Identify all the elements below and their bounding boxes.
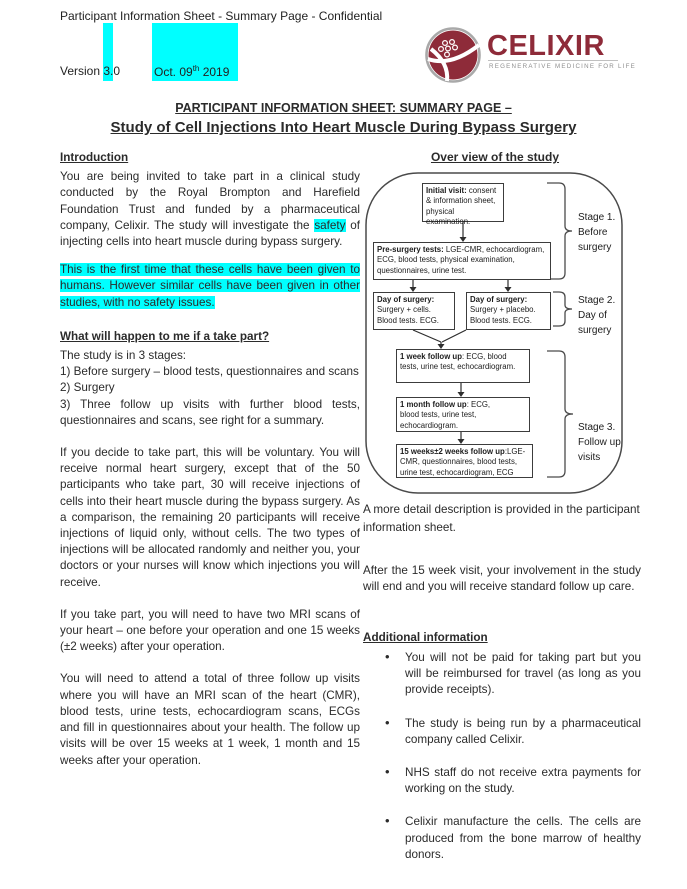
- bullet-run-by: The study is being run by a pharmaceutic…: [363, 715, 641, 748]
- week15-text: :LGE-CMR, questionnaires, blood tests, u…: [400, 447, 526, 477]
- surgery-placebo-label: Day of surgery:: [470, 295, 528, 304]
- stage-item-2: 2) Surgery: [60, 381, 115, 395]
- stage-item-1: 1) Before surgery – blood tests, questio…: [60, 365, 359, 379]
- brand-name: CELIXIR: [487, 30, 605, 62]
- version-highlight-block: [103, 23, 113, 81]
- version-value: 3.0: [103, 64, 121, 78]
- introduction-heading: Introduction: [60, 151, 129, 164]
- additional-information-heading: Additional information: [363, 631, 488, 644]
- presurgery-text: LGE-CMR, echocardiogram, ECG, blood test…: [377, 245, 545, 275]
- flowchart-box-week15: 15 weeks±2 weeks follow up:LGE-CMR, ques…: [396, 444, 533, 478]
- study-flowchart: Initial visit: consent & information she…: [360, 170, 660, 500]
- initial-visit-text: consent & information sheet, physical ex…: [426, 186, 497, 227]
- stage1-label: Stage 1. Before surgery: [578, 212, 616, 253]
- stage-braces: [547, 182, 574, 478]
- stages-intro: The study is in 3 stages:: [60, 349, 187, 363]
- voluntary-paragraph: If you decide to take part, this will be…: [60, 446, 360, 589]
- version-line: Version 3.0: [60, 64, 120, 78]
- overview-heading: Over view of the study: [430, 150, 560, 164]
- surgery-placebo-text: Surgery + placebo. Blood tests. ECG.: [470, 305, 536, 325]
- after-visit-paragraph: After the 15 week visit, your involvemen…: [363, 564, 641, 594]
- intro-text-before: You are being invited to take part in a …: [60, 170, 360, 232]
- month1-text: : ECG, blood tests, urine test, echocard…: [400, 400, 491, 430]
- flowchart-box-month1: 1 month follow up: ECG, blood tests, uri…: [396, 397, 530, 432]
- flowchart-box-week1: 1 week follow up: ECG, blood tests, urin…: [396, 349, 530, 383]
- version-label: Version: [60, 64, 104, 78]
- flowchart-lines: [365, 172, 623, 494]
- date-ordinal: th: [192, 64, 200, 73]
- surgery-cells-text: Surgery + cells. Blood tests. ECG.: [377, 305, 439, 325]
- date-line: Oct. 09th 2019: [154, 64, 229, 79]
- followup-paragraph: You will need to attend a total of three…: [60, 672, 360, 767]
- brand-divider: [488, 60, 618, 61]
- presurgery-label: Pre-surgery tests:: [377, 245, 444, 254]
- stage-item-3: 3) Three follow up visits with further b…: [60, 397, 360, 427]
- date-prefix: Oct. 09: [154, 65, 193, 79]
- document-title-line1: PARTICIPANT INFORMATION SHEET: SUMMARY P…: [175, 101, 512, 115]
- brand-tagline: REGENERATIVE MEDICINE FOR LIFE: [489, 63, 637, 70]
- bullet-manufacture: Celixir manufacture the cells. The cells…: [363, 813, 641, 863]
- mri-paragraph: If you take part, you will need to have …: [60, 607, 360, 654]
- week1-label: 1 week follow up: [400, 352, 462, 361]
- more-detail-note: A more detail description is provided in…: [363, 503, 640, 534]
- flowchart-outline: [365, 172, 623, 494]
- flowchart-box-surgery-placebo: Day of surgery:Surgery + placebo. Blood …: [466, 292, 551, 330]
- highlighted-paragraph: This is the first time that these cells …: [60, 263, 360, 309]
- surgery-cells-label: Day of surgery:: [377, 295, 435, 304]
- document-title-line2: Study of Cell Injections Into Heart Musc…: [110, 119, 577, 136]
- week15-label: 15 weeks±2 weeks follow up: [400, 447, 505, 456]
- left-column: Introduction You are being invited to ta…: [60, 150, 360, 769]
- month1-label: 1 month follow up: [400, 400, 467, 409]
- additional-information-list: You will not be paid for taking part but…: [363, 649, 641, 880]
- first-time-paragraph: This is the first time that these cells …: [60, 262, 360, 311]
- stage3-label: Stage 3. Follow up visits: [578, 422, 621, 463]
- highlighted-word-safety: safety: [314, 218, 346, 232]
- stage2-label: Stage 2. Day of surgery: [578, 295, 616, 336]
- confidential-header: Participant Information Sheet - Summary …: [60, 9, 383, 23]
- flowchart-box-presurgery: Pre-surgery tests: LGE-CMR, echocardiogr…: [373, 242, 551, 280]
- bullet-payment: You will not be paid for taking part but…: [363, 649, 641, 699]
- celixir-logo-icon: [425, 27, 481, 83]
- week1-text: : ECG, blood tests, urine test, echocard…: [400, 352, 516, 372]
- date-year: 2019: [199, 65, 230, 79]
- intro-text-after: of injecting cells into heart muscle dur…: [60, 218, 360, 249]
- initial-visit-label: Initial visit:: [426, 186, 467, 195]
- introduction-paragraph: You are being invited to take part in a …: [60, 169, 360, 250]
- what-will-happen-heading: What will happen to me if a take part?: [60, 329, 270, 343]
- flowchart-box-surgery-cells: Day of surgery:Surgery + cells. Blood te…: [373, 292, 455, 330]
- bullet-nhs-staff: NHS staff do not receive extra payments …: [363, 764, 641, 797]
- flowchart-box-initial-visit: Initial visit: consent & information she…: [422, 183, 504, 226]
- date-highlight-block: [152, 23, 238, 81]
